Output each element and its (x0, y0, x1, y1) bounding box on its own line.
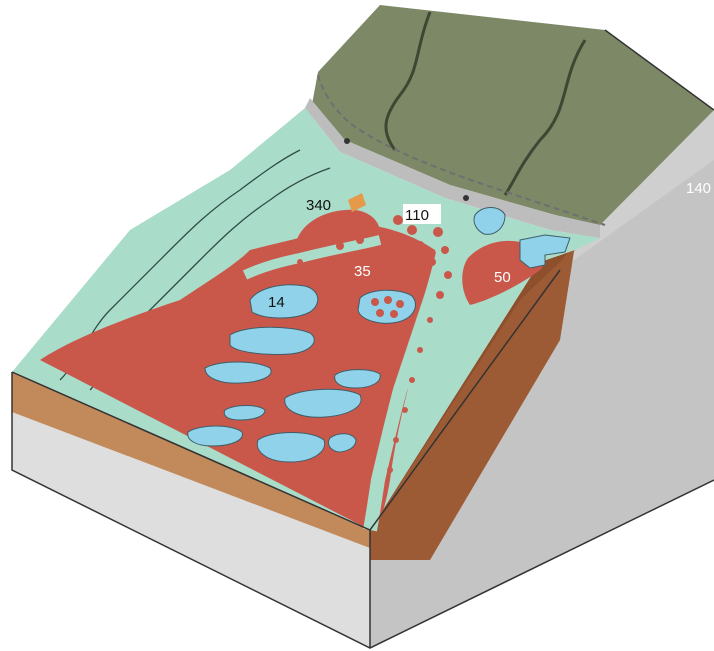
label-35: 35 (354, 263, 371, 280)
lake-oval-dotted (358, 290, 416, 323)
escarpment-point-right (463, 195, 469, 201)
escarpment-point-left (344, 138, 350, 144)
label-110: 110 (405, 207, 429, 224)
label-340: 340 (306, 197, 331, 214)
label-14: 14 (268, 294, 285, 311)
label-140: 140 (686, 180, 711, 197)
label-50: 50 (494, 269, 511, 286)
